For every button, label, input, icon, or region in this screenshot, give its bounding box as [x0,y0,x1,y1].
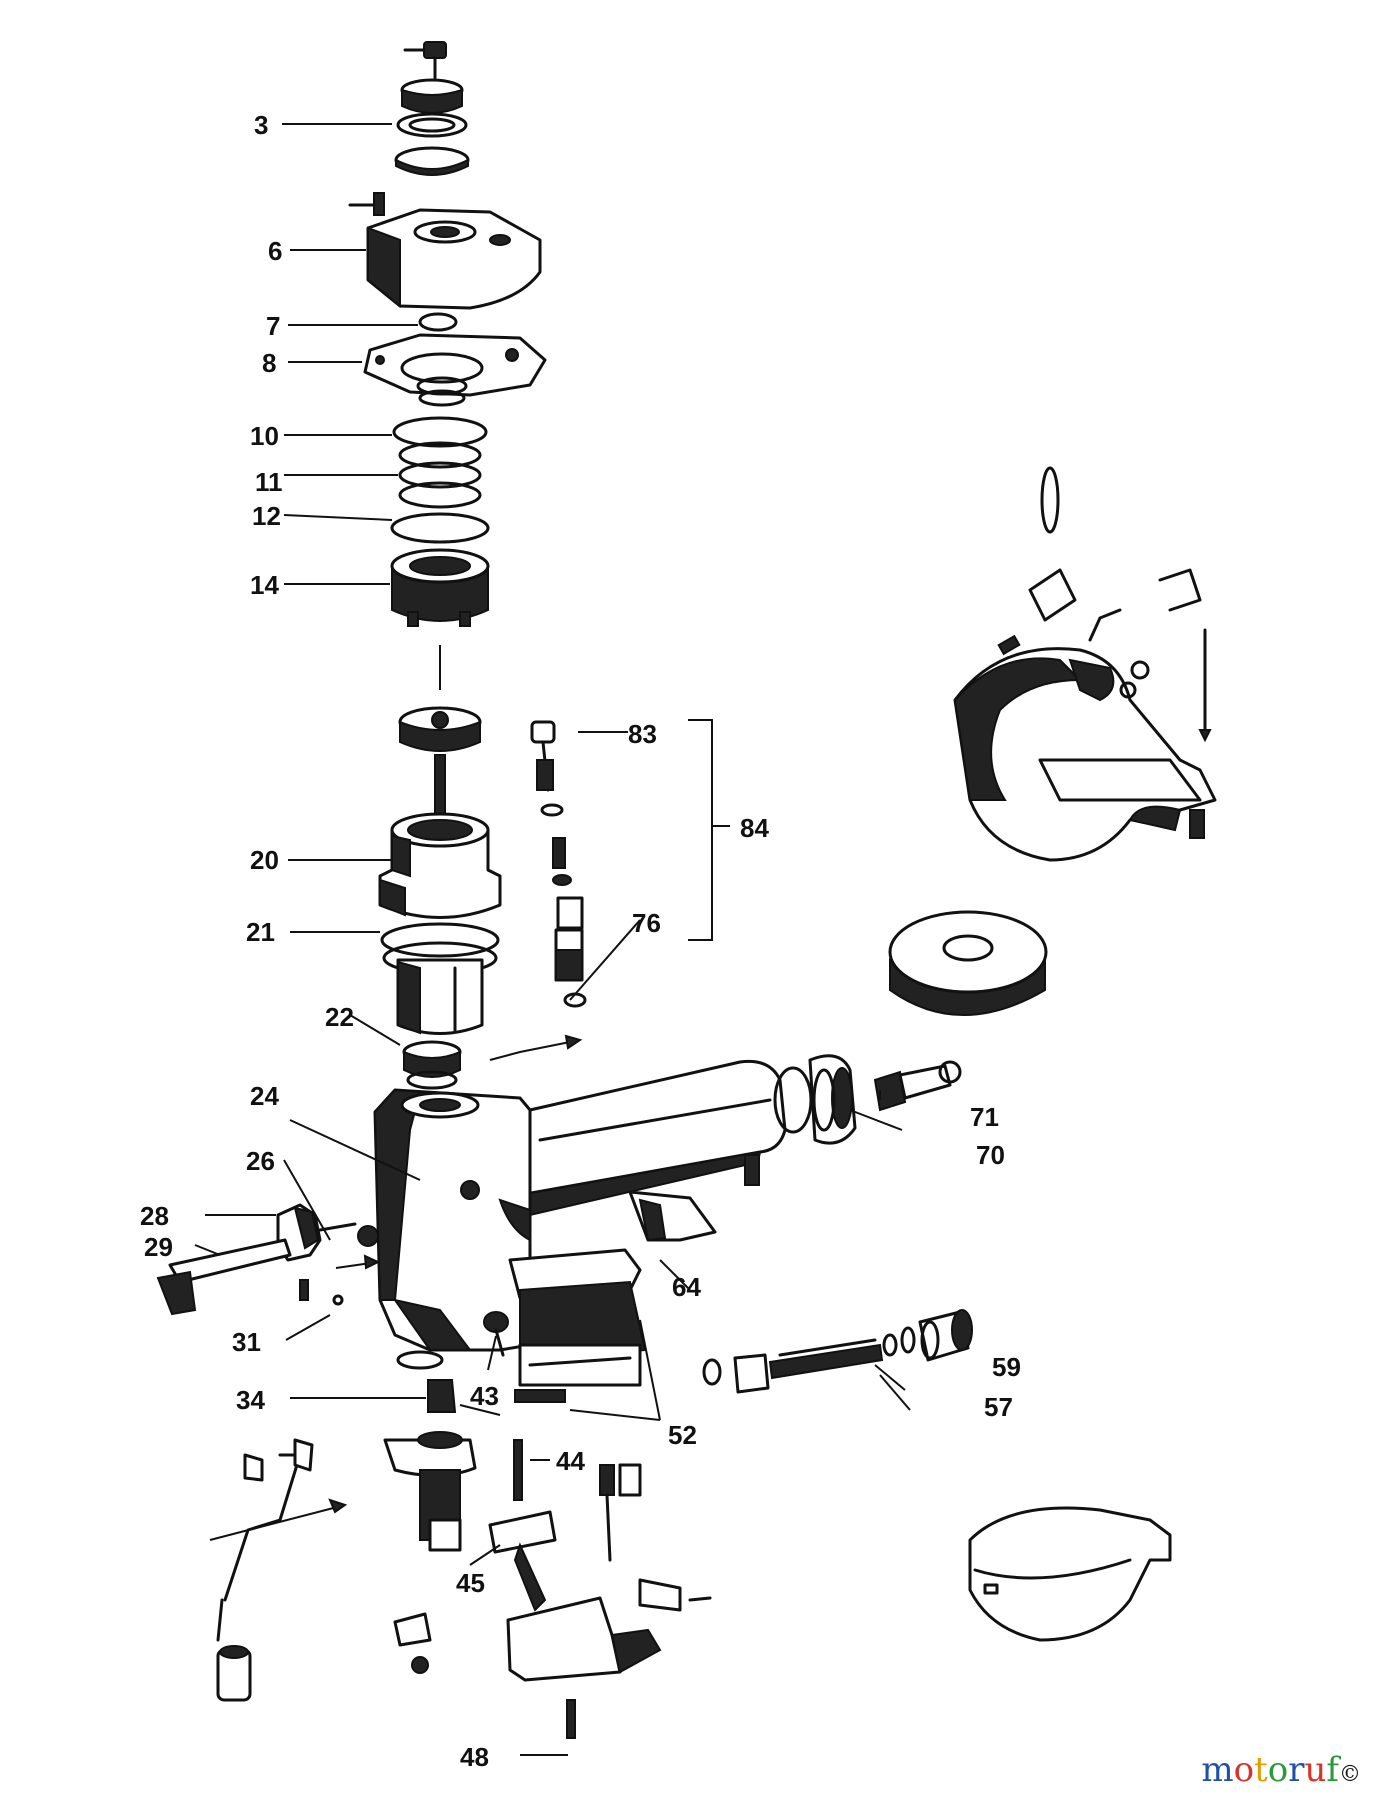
no-mar-cover [968,1506,1172,1642]
part-43-screw [483,1311,509,1357]
part-83-valve-stem [530,720,587,1008]
part-21-cylinder-lower [380,922,500,1035]
part-71-air-fitting [873,1060,962,1112]
tool-body [373,1059,787,1352]
watermark-logo: motoruf© [1201,1750,1361,1790]
label-part-48: 48 [460,1742,489,1772]
part-31-spring [299,1279,344,1306]
part-8-gasket [363,333,547,407]
bracket-84 [688,719,713,941]
part-7-o-ring [418,312,458,332]
part-12-ring [390,512,490,544]
label-part-11: 11 [255,467,283,497]
watermark-letter: u [1304,1750,1327,1790]
label-part-83: 83 [628,719,657,749]
watermark-letter: r [1288,1750,1305,1790]
watermark-copyright: © [1339,1762,1361,1787]
label-part-76: 76 [632,908,661,938]
watermark-letter: o [1233,1750,1255,1790]
label-part-31: 31 [232,1327,261,1357]
watermark-letter: o [1267,1750,1289,1790]
label-part-57: 57 [984,1392,1013,1422]
label-part-26: 26 [246,1146,275,1176]
label-part-22: 22 [325,1002,354,1032]
part-34-nozzle [396,1350,457,1413]
part-45-trigger [488,1510,662,1682]
label-part-7: 7 [266,311,281,341]
part-3-cap-assembly [394,78,470,176]
label-part-34: 34 [236,1385,265,1415]
assembly-arrows [209,1034,583,1541]
label-part-64: 64 [672,1272,701,1302]
small-clip [393,1612,432,1674]
label-part-28: 28 [140,1201,169,1231]
label-part-71: 71 [970,1102,999,1132]
part-14-sleeve [390,548,490,627]
label-part-70: 70 [976,1140,1005,1170]
part-48-pin [566,1699,576,1739]
part-29-trigger-arm [156,1238,292,1316]
part-70-end-cap [773,1054,857,1145]
top-screw [403,41,447,80]
safety-rod-assembly [216,1438,314,1702]
side-link [599,1463,712,1612]
label-part-3: 3 [254,110,269,140]
leader-lines [194,123,911,1756]
label-part-8: 8 [262,348,277,378]
label-part-21: 21 [246,917,275,947]
label-part-20: 20 [250,845,279,875]
label-part-29: 29 [144,1232,173,1262]
watermark-letter: t [1254,1750,1268,1790]
label-part-24: 24 [250,1081,279,1111]
nose-block [383,1431,477,1552]
label-part-52: 52 [668,1420,697,1450]
label-part-14: 14 [250,570,279,600]
part-26-pin [318,1222,379,1247]
watermark-letter: m [1201,1750,1234,1790]
part-20-cylinder [378,812,502,919]
label-part-84: 84 [740,813,769,843]
label-part-59: 59 [992,1352,1021,1382]
part-57-valve-rod [702,1326,916,1394]
piston-driver [398,706,482,846]
part-64-bracket [628,1190,717,1242]
label-part-10: 10 [250,421,279,451]
rubber-pad [888,910,1048,1016]
part-52-guide [508,1248,647,1403]
part-10-ring [392,416,488,448]
part-59-valve-cap [918,1309,973,1362]
label-part-44: 44 [556,1446,585,1476]
label-part-43: 43 [470,1381,499,1411]
part-11-spring [398,441,482,509]
part-6-cylinder-head [348,192,542,310]
label-part-12: 12 [252,501,281,531]
label-part-45: 45 [456,1568,485,1598]
watermark-letter: f [1326,1750,1339,1790]
exhaust-deflector [953,466,1217,862]
part-22-bumper [402,1040,462,1090]
label-part-6: 6 [268,236,283,266]
part-44-pin [513,1439,523,1501]
